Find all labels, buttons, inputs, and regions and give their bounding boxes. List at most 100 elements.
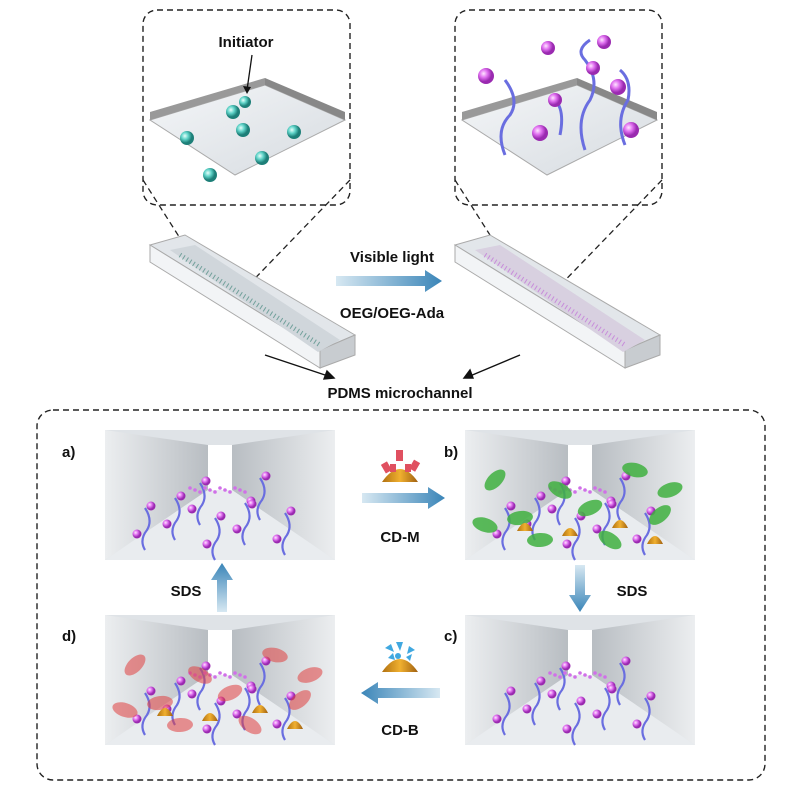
adamantane-sphere: [176, 491, 186, 501]
adamantane-sphere: [632, 534, 642, 544]
adamantane-sphere: [536, 676, 546, 686]
polymer-chain: [141, 692, 151, 736]
bacterium-red: [188, 666, 212, 684]
adamantane-sphere: [632, 719, 642, 729]
arrow-d-to-a: [211, 563, 233, 612]
bacterium-green: [484, 469, 506, 491]
adamantane-sphere: [547, 504, 557, 514]
adamantane-sphere: [232, 709, 242, 719]
adamantane-sphere: [522, 704, 532, 714]
cyclodextrin: [647, 536, 663, 544]
panel-a: [105, 430, 335, 561]
cyclodextrin: [157, 708, 173, 716]
panel-label-d: d): [62, 628, 76, 645]
channel-left: [148, 234, 357, 369]
monomer-label: OEG/OEG-Ada: [340, 305, 445, 322]
adamantane-sphere: [202, 724, 212, 734]
bacterium-green: [622, 462, 648, 478]
adamantane-sphere: [492, 714, 502, 724]
cyclodextrin: [562, 528, 578, 536]
initiator-zoom-box: Initiator: [142, 9, 351, 206]
polymer-chain: [571, 517, 581, 561]
polymer-chain: [256, 477, 266, 521]
polymer-chain: [501, 507, 511, 551]
initiator-spheres: [180, 96, 301, 182]
bacterium-red: [297, 667, 323, 683]
bacterium-red: [147, 695, 173, 711]
polymer-chain: [141, 507, 151, 551]
panel-label-a: a): [62, 444, 75, 461]
adamantane-sphere: [286, 506, 296, 516]
adamantane-sphere: [176, 676, 186, 686]
bacterium-red: [124, 654, 146, 676]
bacterium-green: [507, 510, 533, 526]
bacterium-red: [112, 702, 138, 718]
adamantane-sphere: [187, 689, 197, 699]
polymer-chain: [211, 517, 221, 561]
adamantane-sphere: [187, 504, 197, 514]
adamantane-sphere: [146, 501, 156, 511]
polymer-chain: [281, 697, 291, 741]
polymer-chain: [211, 702, 221, 746]
panel-label-b: b): [444, 444, 458, 461]
cyclodextrin: [612, 520, 628, 528]
panel-c: [465, 615, 695, 746]
adamantane-sphere: [506, 686, 516, 696]
bacterium-green: [548, 481, 572, 499]
adamantane-sphere: [561, 476, 571, 486]
adamantane-sphere: [607, 499, 617, 509]
adamantane-spheres: [478, 35, 639, 141]
bacterium-green: [472, 517, 498, 533]
bacterium-red: [262, 647, 288, 663]
adamantane-sphere: [607, 684, 617, 694]
polymer-chain: [531, 682, 541, 726]
polymerization-arrow: [336, 270, 442, 292]
polymer-zoom-box: [454, 9, 663, 206]
cd-m-label: CD-M: [380, 529, 419, 546]
adamantane-sphere: [132, 714, 142, 724]
cd-b-label: CD-B: [381, 722, 419, 739]
polymer-chain: [571, 702, 581, 746]
arrow-a-to-b: [362, 487, 445, 509]
initiator-label: Initiator: [219, 34, 274, 51]
pdms-microchannel-label: PDMS microchannel: [327, 385, 472, 402]
sds-label-right: SDS: [617, 583, 648, 600]
adamantane-sphere: [232, 524, 242, 534]
cyclodextrin: [202, 713, 218, 721]
cyclodextrin: [287, 721, 303, 729]
cd-m-icon: [380, 450, 421, 482]
visible-light-label: Visible light: [350, 249, 434, 266]
zoom-guide-lines: [142, 179, 663, 299]
polymer-chain: [531, 497, 541, 541]
bacterium-red: [238, 715, 262, 735]
adamantane-sphere: [247, 499, 257, 509]
initiator-pointer-arrow: [246, 54, 253, 91]
adamantane-sphere: [272, 719, 282, 729]
sds-label-left: SDS: [171, 583, 202, 600]
channel-right: [453, 234, 662, 369]
adamantane-sphere: [261, 471, 271, 481]
adamantane-sphere: [562, 724, 572, 734]
adamantane-sphere: [562, 539, 572, 549]
polymer-chain: [556, 667, 566, 711]
bacterium-green: [598, 530, 622, 550]
panel-d: [105, 615, 335, 746]
polymer-chain: [641, 697, 651, 741]
polymer-chain: [171, 497, 181, 541]
polymer-chain: [501, 692, 511, 736]
adamantane-sphere: [146, 686, 156, 696]
adamantane-sphere: [561, 661, 571, 671]
adamantane-sphere: [536, 491, 546, 501]
adamantane-sphere: [592, 709, 602, 719]
adamantane-sphere: [547, 689, 557, 699]
polymer-chain: [281, 512, 291, 556]
bacterium-green: [657, 482, 683, 498]
bacterium-red: [289, 690, 311, 710]
cycle-box: [36, 409, 766, 781]
arrow-c-to-d: [361, 682, 440, 704]
polymer-chain: [241, 502, 251, 546]
bacterium-green: [649, 505, 671, 525]
adamantane-sphere: [492, 529, 502, 539]
adamantane-sphere: [592, 524, 602, 534]
